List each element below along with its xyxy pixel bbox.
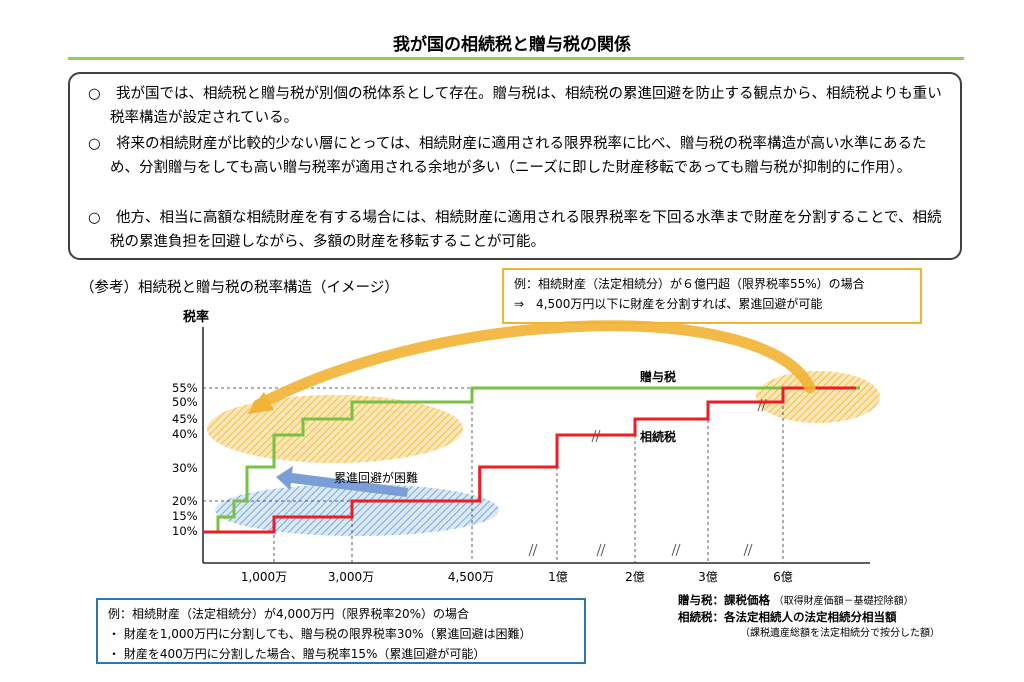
- x-tick: 3億: [698, 570, 718, 584]
- axis-break-marks: [528, 398, 767, 557]
- bullet-3: ○ 他方、相当に高額な相続財産を有する場合には、相続財産に適用される限界税率を下回…: [88, 206, 946, 254]
- bullet-text: 我が国では、相続税と贈与税が別個の税体系として存在。贈与税は、相続税の累進回避を…: [110, 86, 942, 126]
- x-tick: 2億: [625, 570, 645, 584]
- page-title: 我が国の相続税と贈与税の関係: [393, 35, 631, 55]
- bullet-text: 他方、相当に高額な相続財産を有する場合には、相続財産に適用される限界税率を下回る…: [110, 210, 942, 250]
- y-tick: 15%: [172, 509, 198, 523]
- y-tick: 40%: [172, 427, 198, 441]
- bullet-1: ○ 我が国では、相続税と贈与税が別個の税体系として存在。贈与税は、相続税の累進回避…: [88, 82, 946, 130]
- callout-line: 例：相続財産（法定相続分）が６億円超（限界税率55%）の場合: [514, 277, 865, 291]
- callout-line: 例：相続財産（法定相続分）が4,000万円（限界税率20%）の場合: [108, 607, 470, 621]
- blue-arrow: [276, 466, 408, 497]
- note-sub: （取得財産価額－基礎控除額）: [773, 596, 914, 607]
- low-bracket-ellipse: [215, 484, 499, 536]
- x-tick: 4,500万: [447, 570, 495, 584]
- note-desc: 各法定相続人の法定相続分相当額: [724, 610, 897, 624]
- callout-line: ⇒ 4,500万円以下に財産を分割すれば、累進回避が可能: [514, 297, 823, 311]
- x-tick: 1億: [548, 570, 568, 584]
- y-tick: 10%: [172, 524, 198, 538]
- summary-box: ○ 我が国では、相続税と贈与税が別個の税体系として存在。贈与税は、相続税の累進回避…: [68, 72, 962, 260]
- y-tick: 30%: [172, 461, 198, 475]
- x-tick: 6億: [773, 570, 793, 584]
- callout-line: ・ 財産を400万円に分割した場合、贈与税率15%（累進回避が可能）: [108, 647, 486, 661]
- y-tick: 55%: [172, 381, 198, 395]
- y-tick: 50%: [172, 395, 198, 409]
- note-sub: （課税遺産総額を法定相続分で按分した額）: [740, 628, 940, 639]
- example-callout-high: 例：相続財産（法定相続分）が６億円超（限界税率55%）の場合 ⇒ 4,500万円…: [502, 268, 922, 324]
- inheritance-series-label: 相続税: [640, 430, 677, 444]
- inheritance-definition: 相続税：各法定相続人の法定相続分相当額: [678, 610, 897, 625]
- y-tick: 20%: [172, 494, 198, 508]
- title-underline: [68, 57, 964, 60]
- section-title: （参考）相続税と贈与税の税率構造（イメージ）: [80, 280, 399, 296]
- inheritance-tax-line: [203, 386, 856, 534]
- circle-bullet-icon: ○: [88, 210, 101, 226]
- circle-bullet-icon: ○: [88, 136, 101, 152]
- note-term: 相続税：: [678, 610, 724, 624]
- callout-line: ・ 財産を1,000万円に分割しても、贈与税の限界税率30%（累進回避は困難）: [108, 627, 532, 641]
- inheritance-subnote: （課税遺産総額を法定相続分で按分した額）: [740, 625, 940, 641]
- y-axis-label: 税率: [183, 310, 210, 325]
- note-term: 贈与税：: [678, 593, 724, 607]
- bullet-2: ○ 将来の相続財産が比較的少ない層にとっては、相続財産に適用される限界税率に比べ、…: [88, 132, 946, 180]
- high-bracket-ellipse: [207, 395, 463, 463]
- x-tick: 3,000万: [327, 570, 375, 584]
- circle-bullet-icon: ○: [88, 86, 101, 102]
- gift-definition: 贈与税：課税価格 （取得財産価額－基礎控除額）: [678, 593, 914, 609]
- curved-arrow: [252, 320, 816, 411]
- top-bracket-ellipse: [756, 371, 880, 423]
- curved-arrow-head: [247, 392, 274, 414]
- gift-tax-line: [203, 386, 860, 534]
- arrow-label: 累進回避が困難: [334, 471, 419, 485]
- note-desc: 課税価格: [724, 593, 770, 607]
- example-callout-low: 例：相続財産（法定相続分）が4,000万円（限界税率20%）の場合 ・ 財産を1…: [96, 598, 586, 664]
- bullet-text: 将来の相続財産が比較的少ない層にとっては、相続財産に適用される限界税率に比べ、贈…: [110, 136, 927, 176]
- y-tick: 45%: [172, 412, 198, 426]
- x-tick: 1,000万: [240, 570, 288, 584]
- gift-series-label: 贈与税: [640, 370, 677, 384]
